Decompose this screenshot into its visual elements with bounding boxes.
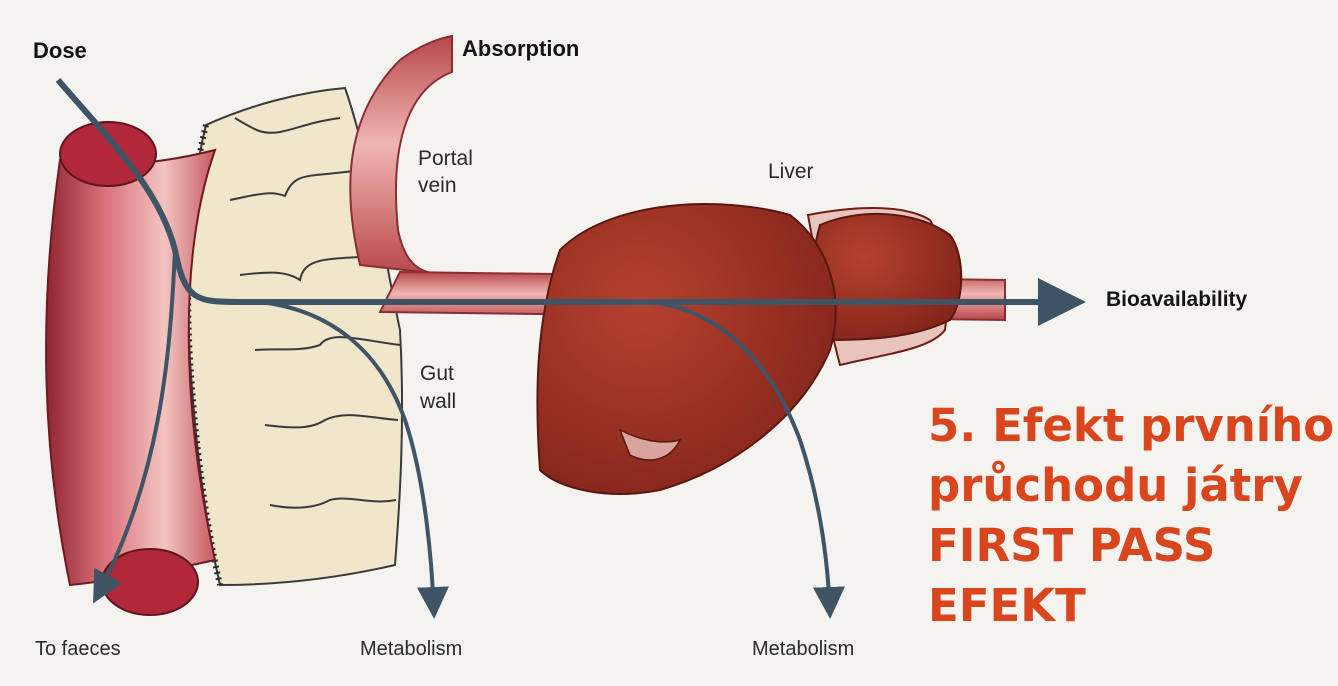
liver-label: Liver: [768, 160, 814, 184]
intestine: [46, 122, 215, 615]
absorption-label: Absorption: [462, 36, 579, 62]
liver: [537, 204, 961, 494]
gut-wall-label: Gut wall: [420, 360, 456, 416]
liver-metabolism-label: Metabolism: [752, 638, 854, 661]
bioavailability-label: Bioavailability: [1106, 288, 1247, 312]
dose-label: Dose: [33, 38, 87, 64]
slide-title-line2: průchodu játry: [928, 456, 1333, 516]
slide-title-line1: 5. Efekt prvního: [928, 396, 1333, 456]
portal-vein-label-line1: Portal: [418, 147, 473, 170]
gut-metabolism-label: Metabolism: [360, 638, 462, 661]
slide-title-line4: EFEKT: [928, 576, 1333, 636]
slide-title-line3: FIRST PASS: [928, 516, 1333, 576]
slide-title: 5. Efekt prvního průchodu játry FIRST PA…: [928, 396, 1333, 636]
to-faeces-label: To faeces: [35, 638, 121, 661]
portal-vein-label-line2: vein: [418, 174, 457, 197]
gut-wall-label-line1: Gut: [420, 362, 454, 385]
portal-vein-label: Portal vein: [418, 145, 473, 199]
gut-wall-label-line2: wall: [420, 390, 456, 413]
